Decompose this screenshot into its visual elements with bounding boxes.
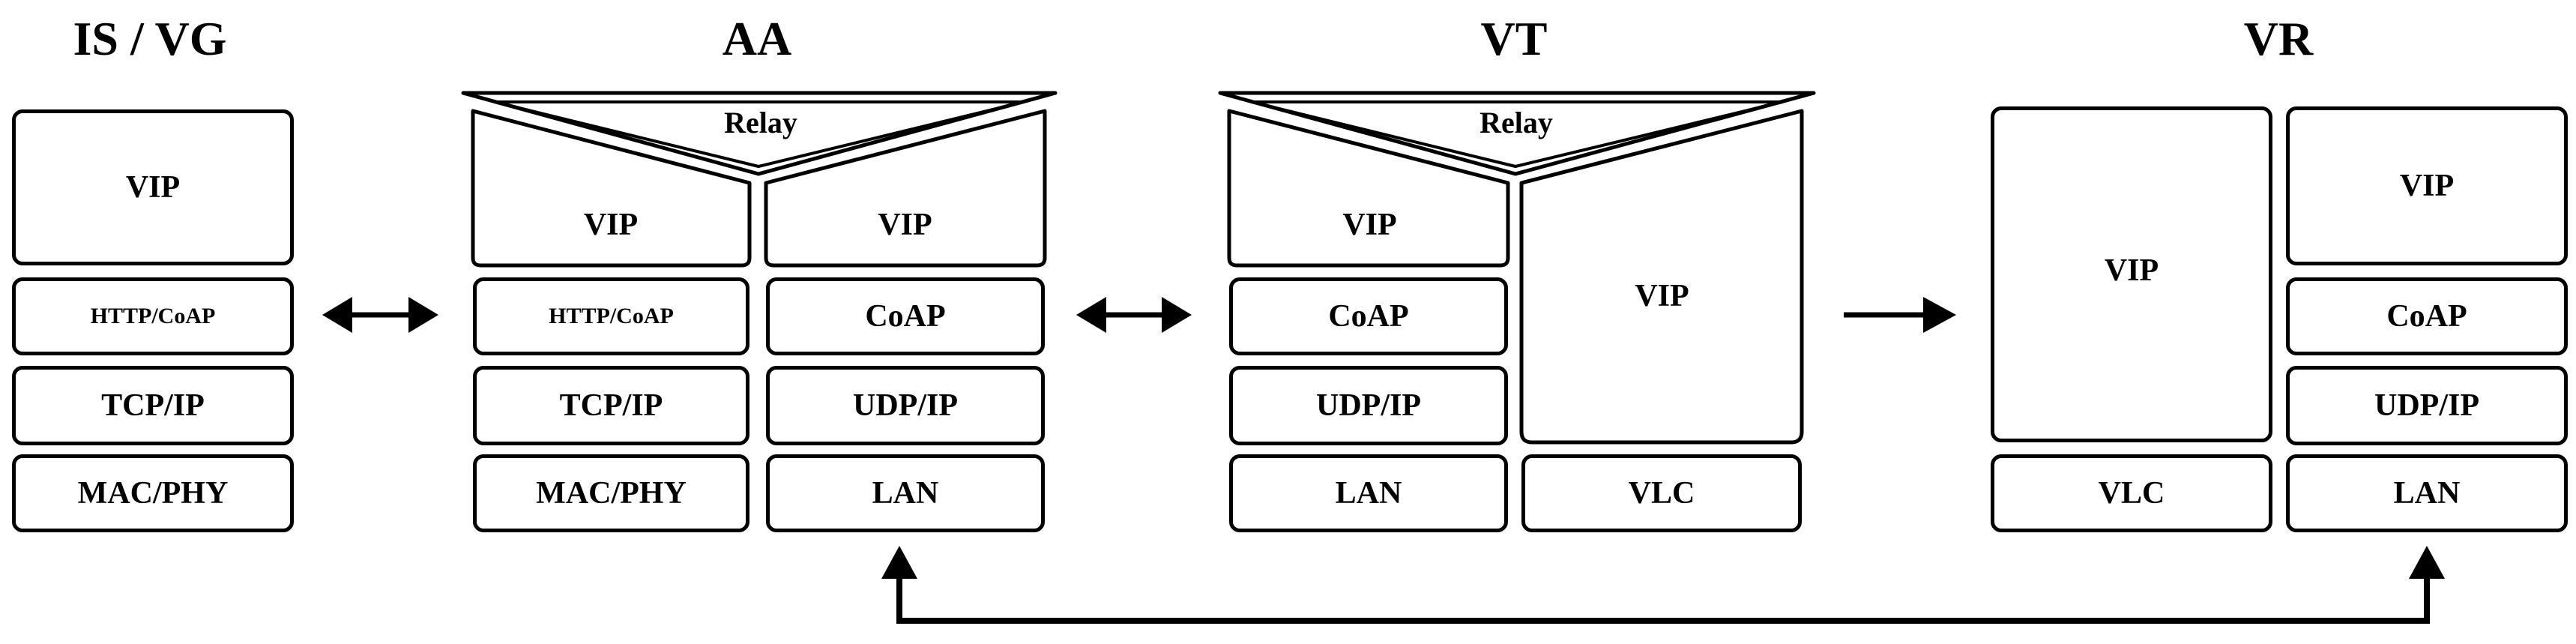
- vr-lan-layer: LAN: [2286, 454, 2568, 532]
- vt-vlc-layer: VLC: [1521, 454, 1802, 532]
- vt-udp-ip-layer: UDP/IP: [1229, 366, 1508, 445]
- aa-lan-layer: LAN: [766, 454, 1045, 532]
- aa-relay-label: Relay: [724, 106, 797, 139]
- is-vg-vip-layer: VIP: [12, 109, 294, 265]
- vt-coap-layer: CoAP: [1229, 277, 1508, 355]
- aa-http-coap-layer: HTTP/CoAP: [473, 277, 749, 355]
- title-vr: VR: [2243, 12, 2314, 65]
- aa-mac-phy-layer: MAC/PHY: [473, 454, 749, 532]
- vt-relay-label: Relay: [1479, 106, 1553, 139]
- vr-coap-layer: CoAP: [2286, 277, 2568, 355]
- vr-left-vip-layer: VIP: [1991, 106, 2272, 442]
- title-vt: VT: [1480, 12, 1548, 65]
- aa-coap-layer: CoAP: [766, 277, 1045, 355]
- vt-left-vip-layer: VIP: [1342, 208, 1397, 242]
- vt-right-vip-layer: VIP: [1635, 279, 1689, 313]
- is-vg-tcp-ip-layer: TCP/IP: [12, 366, 294, 445]
- title-aa: AA: [722, 12, 792, 65]
- aa-left-vip-layer: VIP: [583, 208, 639, 242]
- is-vg-mac-phy-layer: MAC/PHY: [12, 454, 294, 532]
- vr-vlc-layer: VLC: [1991, 454, 2272, 532]
- vr-udp-ip-layer: UDP/IP: [2286, 366, 2568, 445]
- vt-lan-layer: LAN: [1229, 454, 1508, 532]
- aa-right-vip-layer: VIP: [878, 208, 932, 242]
- title-is-vg: IS / VG: [73, 12, 227, 65]
- is-vg-http-coap-layer: HTTP/CoAP: [12, 277, 294, 355]
- aa-tcp-ip-layer: TCP/IP: [473, 366, 749, 445]
- vr-right-vip-layer: VIP: [2286, 106, 2568, 265]
- aa-udp-ip-layer: UDP/IP: [766, 366, 1045, 445]
